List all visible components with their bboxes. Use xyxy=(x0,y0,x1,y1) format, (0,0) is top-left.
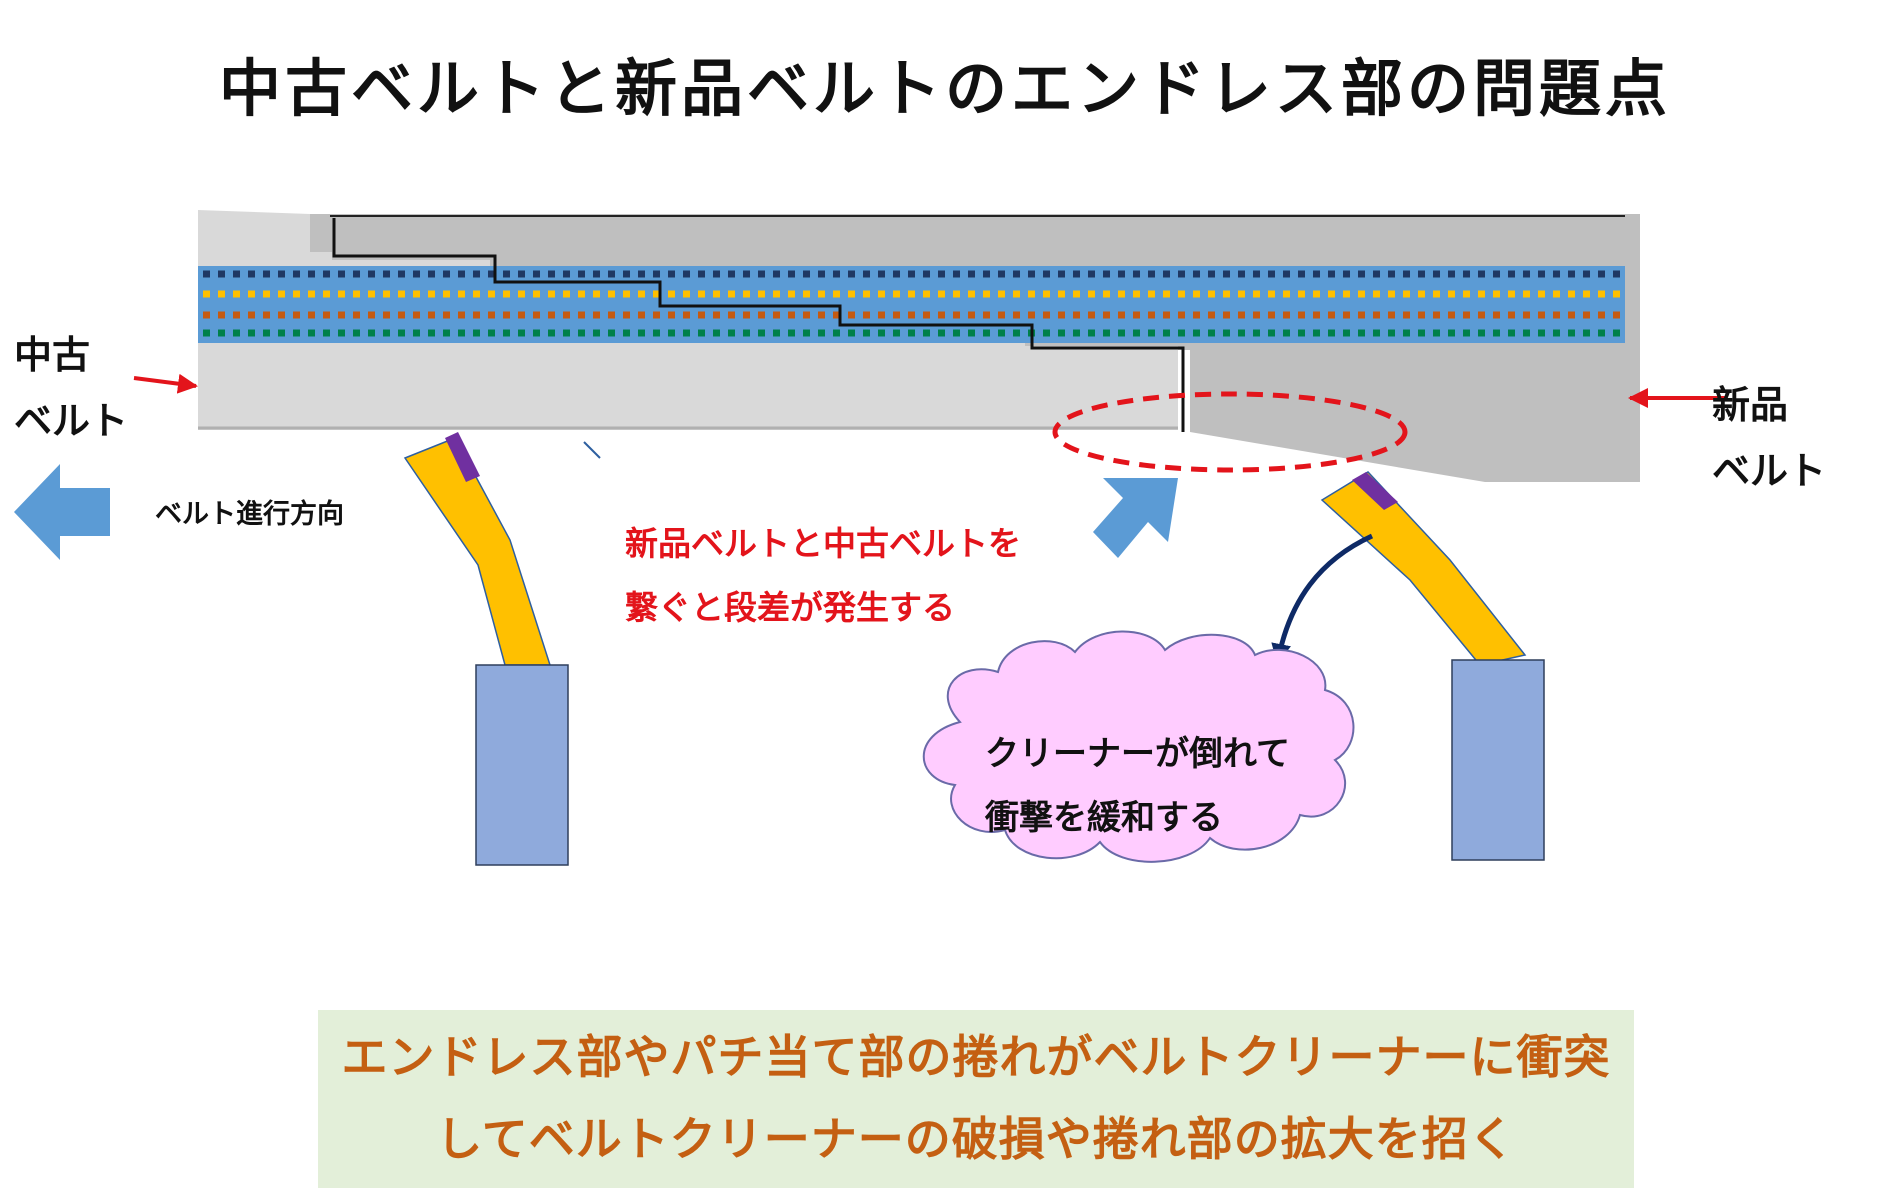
direction-label: ベルト進行方向 xyxy=(155,499,344,530)
right-cleaner-tip xyxy=(1352,472,1398,510)
step-callout-line2: 繋ぐと段差が発生する xyxy=(625,588,955,627)
step-callout-line1: 新品ベルトと中古ベルトを xyxy=(625,524,1021,563)
step-callout: 新品ベルトと中古ベルトを 繋ぐと段差が発生する xyxy=(625,512,1021,640)
left-cleaner-tip xyxy=(445,432,480,482)
used-belt-label-line2: ベルト xyxy=(14,399,129,443)
right-cleaner-blade xyxy=(1320,471,1527,666)
used-belt-arrow xyxy=(133,373,198,394)
belt-tear-mark xyxy=(583,441,601,459)
new-belt-label-line2: ベルト xyxy=(1712,449,1827,493)
splice-step-line xyxy=(332,218,1185,432)
cloud-text-line1: クリーナーが倒れて xyxy=(985,734,1290,774)
cloud-text: クリーナーが倒れて 衝撃を緩和する xyxy=(985,722,1290,850)
page-title: 中古ベルトと新品ベルトのエンドレス部の問題点 xyxy=(218,52,1671,125)
callout-cloud xyxy=(922,630,1355,863)
step-highlight-ellipse xyxy=(1052,391,1408,473)
cloud-text-line2: 衝撃を緩和する xyxy=(985,798,1223,838)
new-belt-label: 新品 ベルト xyxy=(1712,372,1826,504)
used-belt-label: 中古 ベルト xyxy=(14,322,128,454)
conclusion-line2: してベルトクリーナーの破損や捲れ部の拡大を招く xyxy=(436,1112,1516,1166)
left-cleaner-base xyxy=(475,664,569,866)
new-belt-label-line1: 新品 xyxy=(1712,383,1789,427)
conclusion-note: エンドレス部やパチ当て部の捲れがベルトクリーナーに衝突 してベルトクリーナーの破… xyxy=(318,1010,1634,1188)
right-cleaner-base xyxy=(1451,659,1545,861)
impact-arrow xyxy=(1093,478,1178,558)
conclusion-line1: エンドレス部やパチ当て部の捲れがベルトクリーナーに衝突 xyxy=(341,1030,1611,1084)
belt-direction-arrow xyxy=(14,464,110,560)
used-belt-label-line1: 中古 xyxy=(14,333,91,377)
cloud-pointer-arrow xyxy=(1271,533,1374,664)
